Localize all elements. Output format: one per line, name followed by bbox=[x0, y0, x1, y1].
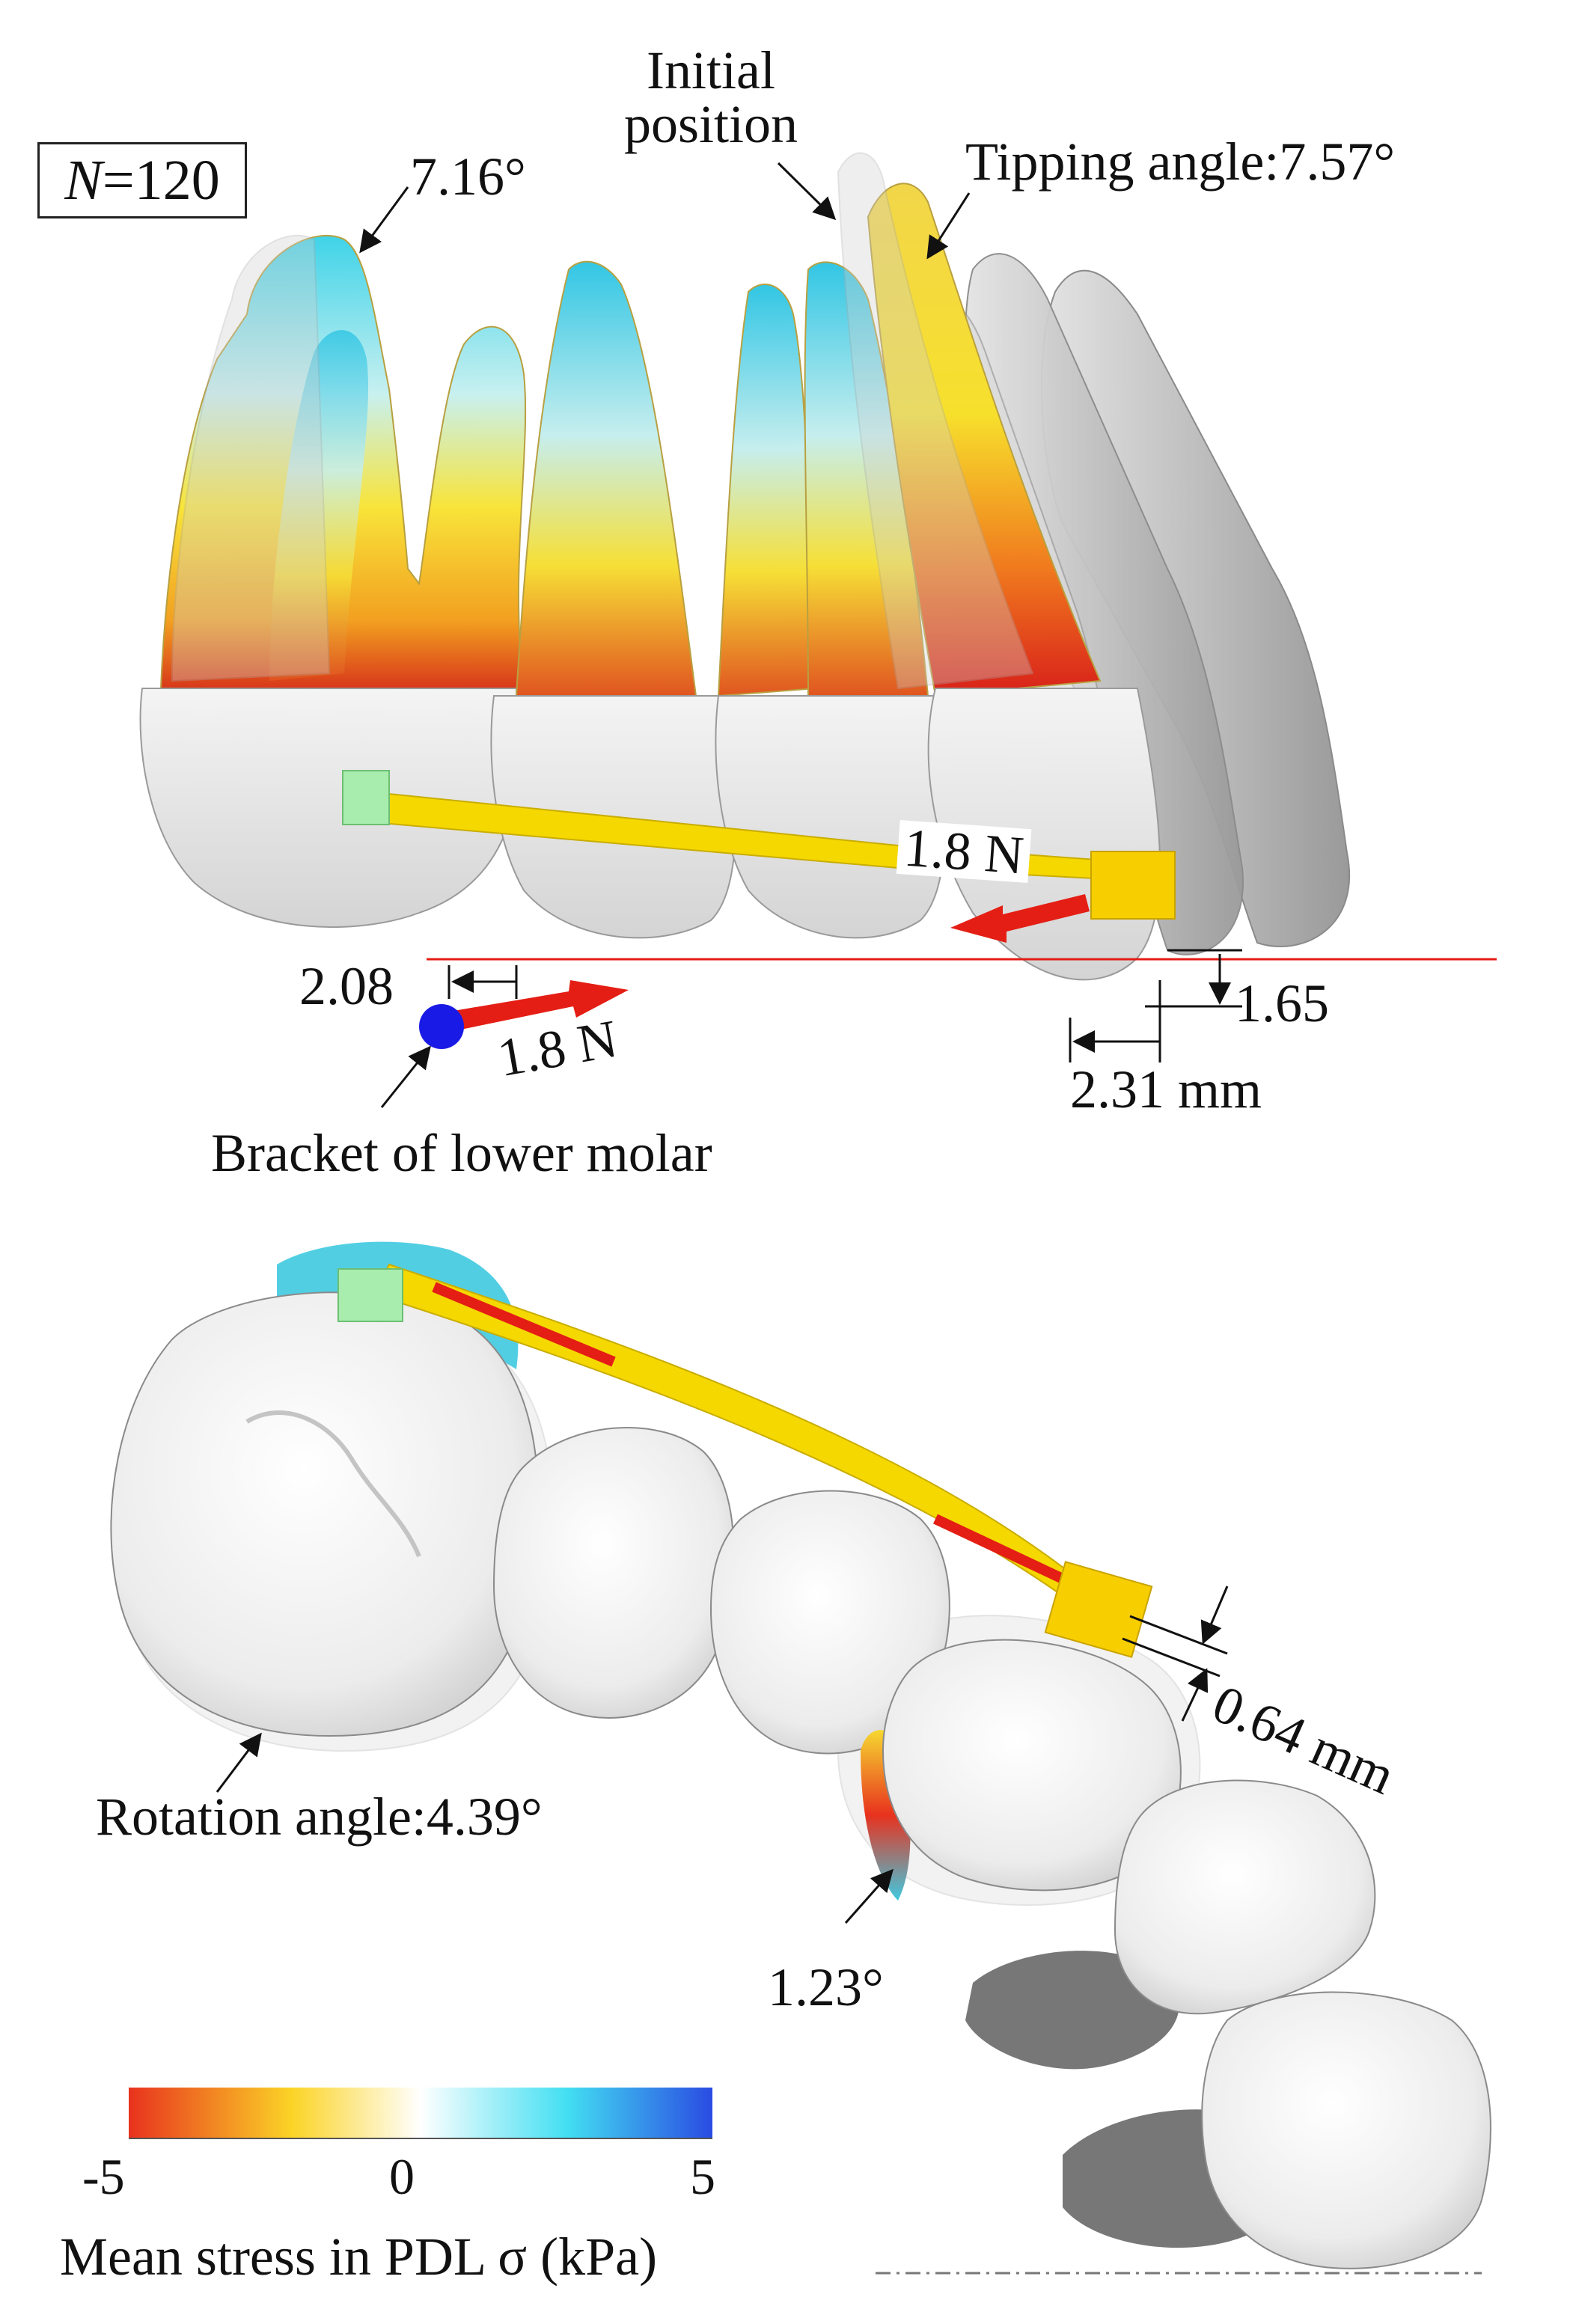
lateral-incisor-shadow bbox=[965, 1951, 1179, 2070]
rotation-angle-label: Rotation angle:4.39° bbox=[96, 1787, 543, 1847]
tipping-angle-label: Tipping angle:7.57° bbox=[965, 132, 1396, 192]
premolar-rotation-label: 1.23° bbox=[768, 1957, 884, 2017]
leader-lines-upper bbox=[359, 162, 971, 1108]
dimension-1-65 bbox=[1145, 949, 1242, 1008]
colorbar bbox=[129, 2088, 712, 2139]
dimension-2-31 bbox=[1069, 980, 1161, 1062]
dimension-0-64 bbox=[1122, 1585, 1229, 1722]
n-value: =120 bbox=[102, 148, 220, 212]
dimension-2-08 bbox=[448, 965, 518, 999]
central-incisor bbox=[1201, 1991, 1491, 2269]
lower-molar-bracket bbox=[419, 1004, 464, 1049]
molar-tipping-label: 7.16° bbox=[410, 147, 526, 207]
initial-position-line-1: Initial bbox=[647, 40, 775, 100]
initial-wire-2 bbox=[933, 1514, 1065, 1584]
n-symbol: N bbox=[64, 148, 103, 212]
vertical-displacement-label: 1.65 bbox=[1235, 973, 1329, 1033]
horizontal-displacement-label: 2.31 mm bbox=[1070, 1059, 1262, 1119]
leader-lines-lower bbox=[216, 1732, 894, 1924]
sample-size-box: N=120 bbox=[37, 142, 247, 218]
occlusal-second-premolar bbox=[492, 1427, 735, 1719]
molar-tube bbox=[342, 770, 390, 825]
initial-wire-1 bbox=[432, 1282, 616, 1367]
upper-view bbox=[139, 152, 1497, 1108]
molar-pdl-stress bbox=[277, 1241, 519, 1369]
initial-position-label: Initial position bbox=[621, 43, 801, 151]
colorbar-gradient bbox=[129, 2088, 712, 2138]
occlusal-molar-tube bbox=[337, 1268, 403, 1322]
molar-displacement-label: 2.08 bbox=[299, 956, 394, 1016]
lateral-incisor bbox=[1114, 1779, 1376, 2015]
lower-view bbox=[110, 1241, 1491, 2269]
wire-force-label: 1.8 N bbox=[896, 818, 1032, 885]
colorbar-min-label: -5 bbox=[82, 2148, 125, 2205]
upper-first-premolar bbox=[715, 261, 947, 939]
bracket-force-arrow bbox=[449, 980, 629, 1031]
molar-fissure bbox=[245, 1410, 421, 1558]
upper-molar bbox=[139, 235, 527, 928]
colorbar-title: Mean stress in PDL σ (kPa) bbox=[60, 2227, 658, 2287]
colorbar-mid-label: 0 bbox=[389, 2148, 415, 2205]
canine-force-arrow bbox=[950, 894, 1090, 943]
initial-position-ghost bbox=[171, 152, 1034, 690]
colorbar-max-label: 5 bbox=[690, 2148, 715, 2205]
occlusal-molar bbox=[110, 1291, 539, 1737]
canine-bracket bbox=[1090, 851, 1176, 920]
bracket-label: Bracket of lower molar bbox=[211, 1123, 712, 1183]
initial-position-line-2: position bbox=[623, 94, 798, 154]
